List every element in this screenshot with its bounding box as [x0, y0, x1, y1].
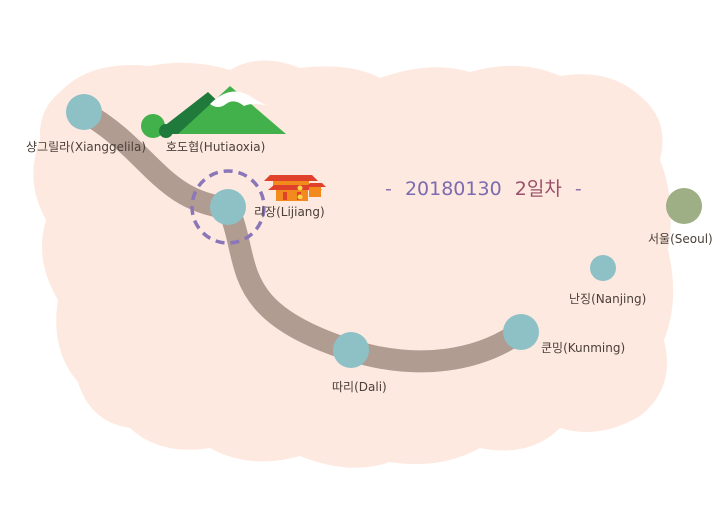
label-lijiang: 리장(Lijiang): [254, 205, 325, 219]
label-dali: 따리(Dali): [332, 380, 387, 394]
title-dash-right: -: [575, 178, 582, 200]
node-kunming[interactable]: [503, 314, 539, 350]
label-kunming: 쿤밍(Kunming): [541, 341, 625, 355]
current-location-ring: [190, 169, 266, 245]
node-lijiang[interactable]: [210, 189, 246, 225]
land-region: [33, 60, 674, 468]
page-title: - 20180130 2일차 -: [385, 178, 582, 200]
title-date: 20180130: [405, 178, 502, 200]
node-seoul[interactable]: [666, 188, 702, 224]
route-path: [73, 101, 531, 373]
node-nanjing[interactable]: [590, 255, 616, 281]
label-shangrila: 샹그릴라(Xianggelila): [26, 140, 146, 154]
node-dali[interactable]: [333, 332, 369, 368]
mountain-icon: [141, 86, 286, 138]
node-shangrila[interactable]: [66, 94, 102, 130]
label-seoul: 서울(Seoul): [648, 232, 713, 246]
label-nanjing: 난징(Nanjing): [569, 292, 646, 306]
title-day: 2일차: [515, 178, 562, 200]
pagoda-icon: [264, 175, 326, 201]
title-dash-left: -: [385, 178, 392, 200]
label-hutiaoxia: 호도협(Hutiaoxia): [166, 140, 265, 154]
